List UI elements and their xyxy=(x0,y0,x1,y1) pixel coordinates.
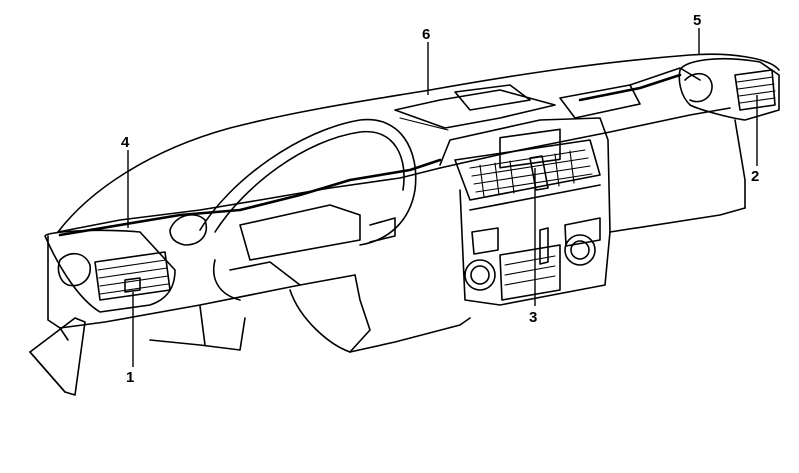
callout-leaders xyxy=(127,28,758,367)
steering-wheel-outline xyxy=(169,118,417,301)
right-air-vent xyxy=(678,57,780,121)
windshield-defroster-vent xyxy=(394,84,556,131)
callout-labels: 1 2 3 4 5 6 xyxy=(121,12,759,386)
defroster-rail xyxy=(58,67,701,237)
callout-4: 4 xyxy=(121,134,130,151)
dashboard-top-surface xyxy=(57,53,780,233)
callout-6: 6 xyxy=(422,26,430,43)
center-air-vent xyxy=(454,139,601,201)
callout-5: 5 xyxy=(693,12,701,29)
callout-3: 3 xyxy=(529,309,537,326)
dashboard-body xyxy=(47,119,746,353)
center-stack xyxy=(439,117,611,306)
left-air-vent xyxy=(44,229,176,313)
left-lower-panel xyxy=(29,317,86,396)
callout-1: 1 xyxy=(126,369,134,386)
callout-2: 2 xyxy=(751,168,759,185)
